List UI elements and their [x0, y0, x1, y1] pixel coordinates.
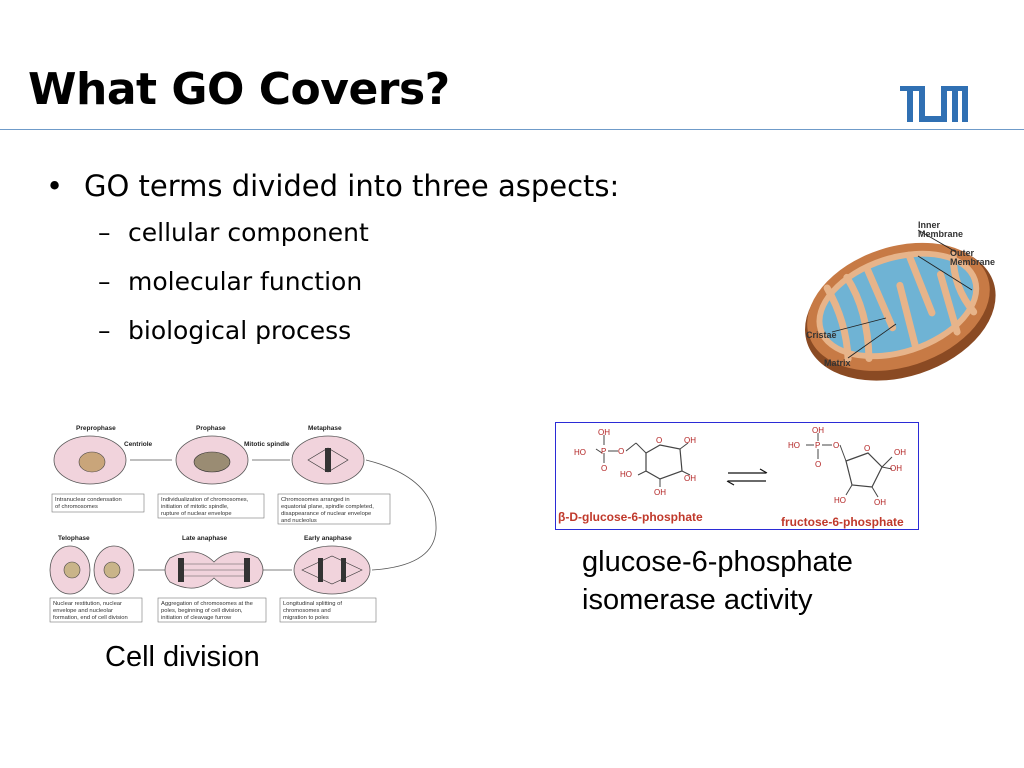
svg-text:O: O [656, 436, 662, 445]
svg-text:Aggregation of chromosomes at: Aggregation of chromosomes at the [161, 601, 253, 607]
title-divider [0, 129, 1024, 130]
bullet-list: • GO terms divided into three aspects: –… [44, 166, 619, 363]
sub-bullet-biological-process: – biological process [98, 314, 619, 348]
caption-enzyme-line2: isomerase activity [582, 584, 813, 616]
svg-text:and nucleolus: and nucleolus [281, 518, 317, 524]
stage-early-anaphase: Early anaphase Longitudinal splitting of… [279, 535, 377, 623]
bullet-main: • GO terms divided into three aspects: [44, 166, 619, 206]
callout-spindle: Mitotic spindle [244, 441, 290, 448]
svg-text:OH: OH [684, 474, 696, 483]
svg-text:Individualization of chromosom: Individualization of chromosomes, [161, 497, 249, 503]
svg-text:of chromosomes: of chromosomes [55, 504, 98, 510]
mito-matrix [822, 256, 974, 354]
svg-text:initiation of mitotic spindle,: initiation of mitotic spindle, [161, 504, 229, 510]
stage-metaphase: Metaphase Chromosomes arranged in equato… [277, 425, 391, 525]
stage-label: Early anaphase [304, 535, 352, 542]
svg-text:equatorial plane, spindle comp: equatorial plane, spindle completed, [281, 504, 374, 510]
stage-late-anaphase: Late anaphase Aggregation of chromosomes… [157, 535, 267, 623]
mito-label-cristae: Cristae [806, 330, 837, 340]
svg-text:O: O [864, 444, 870, 453]
svg-text:disappearance of nuclear envel: disappearance of nuclear envelope [281, 511, 371, 517]
svg-text:envelope and nucleolar: envelope and nucleolar [53, 608, 113, 614]
caption-enzyme-line1: glucose-6-phosphate [582, 546, 853, 578]
tum-logo [900, 86, 968, 122]
svg-text:O: O [601, 464, 607, 473]
sub-bullet-list: – cellular component – molecular functio… [44, 216, 619, 348]
svg-text:initiation of cleavage furrow: initiation of cleavage furrow [161, 615, 232, 621]
stage-label: Metaphase [308, 425, 342, 432]
reaction-structures: OH HO P O O O OH OH HO OH [574, 426, 906, 507]
slide-title: What GO Covers? [28, 64, 450, 115]
sub-bullet-text: biological process [128, 316, 352, 345]
sub-bullet-text: cellular component [128, 218, 369, 247]
stage-label: Prophase [196, 425, 226, 432]
stage-label: Preprophase [76, 425, 116, 432]
svg-text:O: O [833, 441, 839, 450]
bullet-dot: • [46, 169, 64, 203]
svg-text:Chromosomes arranged in: Chromosomes arranged in [281, 497, 350, 503]
svg-text:Intranuclear condensation: Intranuclear condensation [55, 497, 122, 503]
fructose-6-phosphate-structure [806, 433, 893, 498]
stage-prophase: Prophase Individualization of chromosome… [157, 425, 265, 519]
svg-text:HO: HO [834, 496, 846, 505]
svg-text:rupture of nuclear envelope: rupture of nuclear envelope [161, 511, 232, 517]
svg-text:P: P [815, 441, 820, 450]
equilibrium-arrows [726, 468, 768, 486]
svg-text:OH: OH [874, 498, 886, 507]
svg-text:chromosomes and: chromosomes and [283, 608, 331, 614]
mito-cristae [823, 251, 978, 363]
svg-text:OH: OH [812, 426, 824, 435]
caption-cell-division: Cell division [105, 641, 260, 673]
fructose-labels: OH HO P O O O OH OH OH HO [788, 426, 906, 507]
stage-label: Telophase [58, 535, 90, 542]
glucose-6-phosphate-structure [595, 435, 691, 487]
stage-preprophase: Preprophase Intranuclear condensation of… [51, 425, 145, 513]
stage-label: Late anaphase [182, 535, 228, 542]
sub-bullet-dash: – [98, 267, 111, 296]
svg-text:OH: OH [890, 464, 902, 473]
svg-text:Nuclear restitution, nuclear: Nuclear restitution, nuclear [53, 601, 122, 607]
svg-text:migration to poles: migration to poles [283, 615, 329, 621]
svg-text:OH: OH [598, 428, 610, 437]
glucose-labels: OH HO P O O O OH OH HO OH [574, 428, 696, 497]
sub-bullet-dash: – [98, 316, 111, 345]
svg-text:formation, end of cell divisio: formation, end of cell division [53, 615, 128, 621]
sub-bullet-cellular-component: – cellular component [98, 216, 619, 250]
svg-text:OH: OH [894, 448, 906, 457]
svg-text:HO: HO [620, 470, 632, 479]
svg-text:HO: HO [574, 448, 586, 457]
svg-text:P: P [601, 447, 606, 456]
svg-text:O: O [618, 447, 624, 456]
sub-bullet-text: molecular function [128, 267, 363, 296]
svg-text:O: O [815, 460, 821, 469]
sub-bullet-molecular-function: – molecular function [98, 265, 619, 299]
sub-bullet-dash: – [98, 218, 111, 247]
callout-centriole: Centriole [124, 441, 153, 448]
mito-callout-lines [831, 229, 973, 359]
svg-text:OH: OH [654, 488, 666, 497]
stage-telophase: Telophase Nuclear restitution, nuclear e… [49, 535, 143, 623]
fructose-6-phosphate-label: fructose-6-phosphate [781, 515, 904, 529]
mito-label-matrix: Matrix [824, 358, 851, 368]
cell-division-diagram: Preprophase Intranuclear condensation of… [49, 425, 437, 623]
bullet-main-text: GO terms divided into three aspects: [84, 169, 620, 203]
svg-text:poles, beginning of cell divis: poles, beginning of cell division, [161, 608, 243, 614]
svg-text:Longitudinal splitting of: Longitudinal splitting of [283, 601, 342, 607]
caption-isomerase-activity: glucose-6-phosphate isomerase activity [582, 543, 853, 619]
svg-text:OH: OH [684, 436, 696, 445]
glucose-6-phosphate-label: β-D-glucose-6-phosphate [558, 510, 703, 524]
svg-text:HO: HO [788, 441, 800, 450]
isomerase-reaction-box: OH HO P O O O OH OH HO OH [555, 422, 919, 530]
